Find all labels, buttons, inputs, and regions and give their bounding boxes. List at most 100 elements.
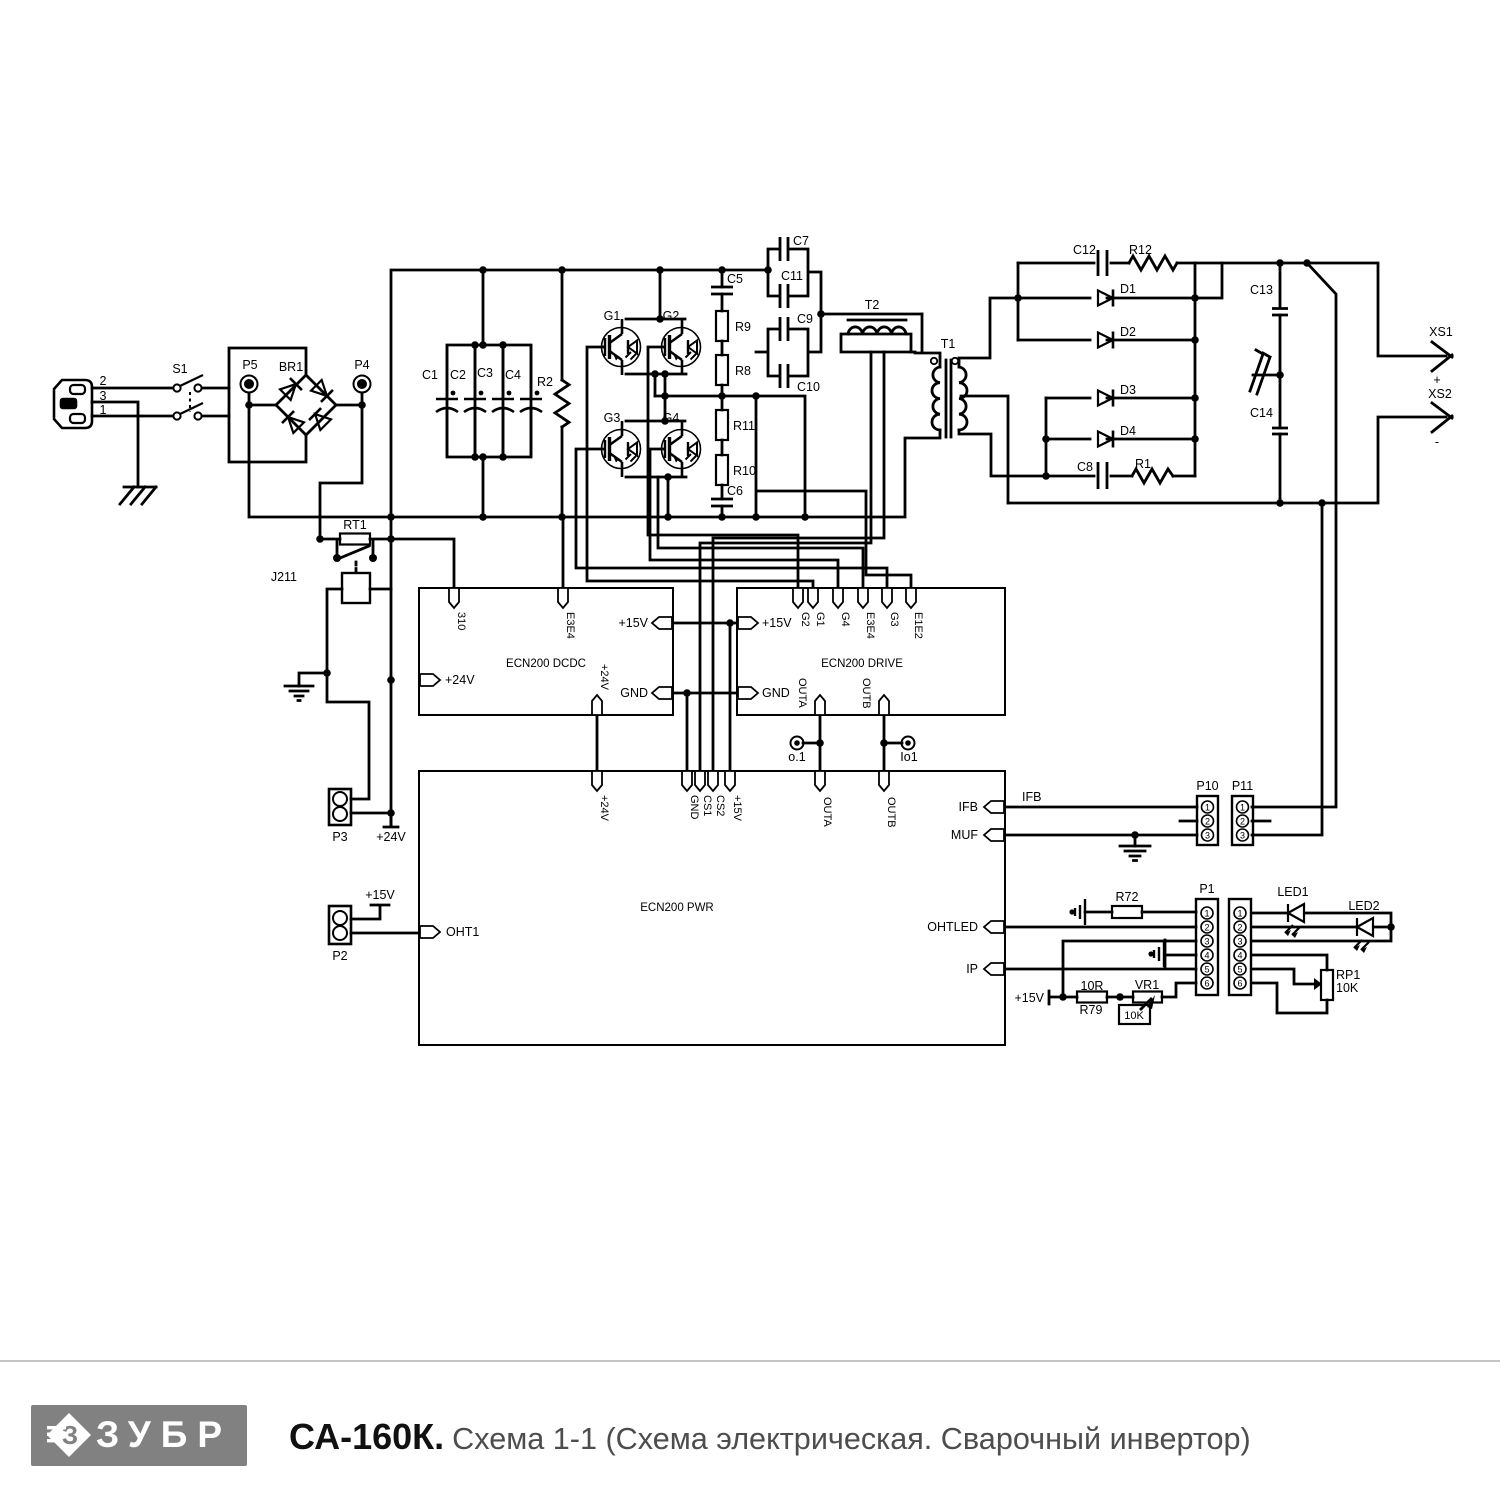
svg-text:IP: IP bbox=[966, 962, 978, 976]
svg-text:C4: C4 bbox=[505, 368, 521, 382]
svg-text:OHTLED: OHTLED bbox=[927, 920, 978, 934]
svg-text:XS1: XS1 bbox=[1429, 325, 1453, 339]
svg-text:IFB: IFB bbox=[1022, 790, 1041, 804]
svg-text:RT1: RT1 bbox=[343, 518, 366, 532]
svg-text:1: 1 bbox=[1205, 803, 1210, 813]
svg-text:R10: R10 bbox=[733, 464, 756, 478]
svg-text:+15V: +15V bbox=[365, 888, 395, 902]
svg-text:6: 6 bbox=[1237, 979, 1242, 989]
svg-text:1: 1 bbox=[1204, 909, 1209, 919]
svg-text:10R: 10R bbox=[1081, 979, 1104, 993]
svg-text:R1: R1 bbox=[1135, 457, 1151, 471]
svg-text:-: - bbox=[1435, 435, 1439, 449]
svg-text:C11: C11 bbox=[781, 269, 803, 283]
svg-text:S1: S1 bbox=[172, 362, 187, 376]
svg-text:R12: R12 bbox=[1129, 243, 1152, 257]
svg-text:LED1: LED1 bbox=[1277, 885, 1308, 899]
svg-text:D3: D3 bbox=[1120, 383, 1136, 397]
svg-text:D2: D2 bbox=[1120, 325, 1136, 339]
svg-text:G3: G3 bbox=[604, 411, 621, 425]
svg-text:C5: C5 bbox=[727, 272, 743, 286]
svg-text:BR1: BR1 bbox=[279, 360, 303, 374]
svg-text:6: 6 bbox=[1204, 979, 1209, 989]
svg-text:1: 1 bbox=[1240, 803, 1245, 813]
svg-text:XS2: XS2 bbox=[1428, 387, 1452, 401]
svg-text:310: 310 bbox=[455, 612, 467, 630]
svg-text:З: З bbox=[62, 1420, 78, 1450]
svg-text:LED2: LED2 bbox=[1348, 899, 1379, 913]
svg-text:P11: P11 bbox=[1232, 779, 1253, 793]
svg-text:C6: C6 bbox=[727, 484, 743, 498]
svg-text:C2: C2 bbox=[450, 368, 466, 382]
svg-text:o.1: o.1 bbox=[788, 750, 805, 764]
svg-text:R9: R9 bbox=[735, 320, 751, 334]
svg-text:ЗУБР: ЗУБР bbox=[96, 1414, 232, 1455]
svg-text:E1E2: E1E2 bbox=[912, 612, 924, 639]
svg-text:2: 2 bbox=[1205, 817, 1210, 827]
svg-text:1: 1 bbox=[100, 403, 107, 417]
svg-text:GND: GND bbox=[620, 686, 648, 700]
svg-text:+24V: +24V bbox=[598, 664, 610, 691]
svg-text:C9: C9 bbox=[797, 312, 813, 326]
svg-text:G1: G1 bbox=[814, 612, 826, 627]
svg-text:P5: P5 bbox=[242, 358, 257, 372]
svg-text:OUTB: OUTB bbox=[885, 797, 897, 828]
svg-text:ECN200 DRIVE: ECN200 DRIVE bbox=[821, 658, 903, 670]
svg-text:C3: C3 bbox=[477, 366, 493, 380]
svg-text:C14: C14 bbox=[1250, 406, 1273, 420]
svg-text:1: 1 bbox=[1237, 909, 1242, 919]
svg-text:3: 3 bbox=[1240, 831, 1245, 841]
svg-text:P2: P2 bbox=[332, 949, 347, 963]
svg-text:2: 2 bbox=[1237, 923, 1242, 933]
svg-text:+15V: +15V bbox=[762, 616, 792, 630]
svg-text:4: 4 bbox=[1204, 951, 1209, 961]
svg-text:E3E4: E3E4 bbox=[564, 612, 576, 639]
svg-text:R8: R8 bbox=[735, 364, 751, 378]
svg-text:G4: G4 bbox=[839, 612, 851, 627]
svg-text:5: 5 bbox=[1204, 965, 1209, 975]
svg-text:C8: C8 bbox=[1077, 460, 1093, 474]
svg-text:R2: R2 bbox=[537, 375, 553, 389]
svg-text:G1: G1 bbox=[604, 309, 621, 323]
svg-text:C13: C13 bbox=[1250, 283, 1273, 297]
svg-text:G3: G3 bbox=[888, 612, 900, 627]
svg-text:GND: GND bbox=[688, 795, 700, 820]
svg-text:CS1: CS1 bbox=[701, 795, 713, 816]
svg-text:J211: J211 bbox=[271, 570, 297, 584]
svg-text:5: 5 bbox=[1237, 965, 1242, 975]
svg-text:G2: G2 bbox=[799, 612, 811, 627]
svg-text:+15V: +15V bbox=[618, 616, 648, 630]
svg-text:+: + bbox=[1433, 373, 1440, 387]
svg-text:+15V: +15V bbox=[1014, 991, 1044, 1005]
svg-text:P10: P10 bbox=[1196, 779, 1218, 793]
svg-text:OUTA: OUTA bbox=[796, 678, 808, 708]
svg-text:VR1: VR1 bbox=[1135, 978, 1159, 992]
svg-text:ECN200 PWR: ECN200 PWR bbox=[640, 902, 714, 914]
svg-text:C1: C1 bbox=[422, 368, 438, 382]
svg-text:10K: 10K bbox=[1336, 981, 1359, 995]
svg-text:10K: 10K bbox=[1124, 1010, 1144, 1022]
svg-text:P3: P3 bbox=[332, 830, 347, 844]
svg-text:MUF: MUF bbox=[951, 828, 978, 842]
svg-text:+15V: +15V bbox=[731, 795, 743, 822]
svg-text:T2: T2 bbox=[865, 298, 880, 312]
svg-text:OHT1: OHT1 bbox=[446, 925, 479, 939]
svg-text:C10: C10 bbox=[797, 380, 820, 394]
svg-text:Io1: Io1 bbox=[900, 750, 917, 764]
svg-text:IFB: IFB bbox=[959, 800, 978, 814]
svg-text:T1: T1 bbox=[941, 337, 956, 351]
svg-text:СА-160К.Схема 1-1 (Схема элект: СА-160К.Схема 1-1 (Схема электрическая. … bbox=[289, 1416, 1251, 1457]
svg-text:C7: C7 bbox=[793, 234, 809, 248]
svg-text:CS2: CS2 bbox=[714, 795, 726, 816]
svg-text:G4: G4 bbox=[663, 411, 680, 425]
svg-text:G2: G2 bbox=[663, 309, 680, 323]
svg-text:2: 2 bbox=[100, 374, 107, 388]
svg-text:OUTA: OUTA bbox=[821, 797, 833, 827]
svg-text:D1: D1 bbox=[1120, 282, 1136, 296]
svg-text:C12: C12 bbox=[1073, 243, 1096, 257]
svg-text:D4: D4 bbox=[1120, 424, 1136, 438]
svg-text:+24V: +24V bbox=[376, 830, 406, 844]
svg-text:R79: R79 bbox=[1080, 1003, 1103, 1017]
svg-text:3: 3 bbox=[100, 389, 107, 403]
svg-text:+24V: +24V bbox=[445, 673, 475, 687]
